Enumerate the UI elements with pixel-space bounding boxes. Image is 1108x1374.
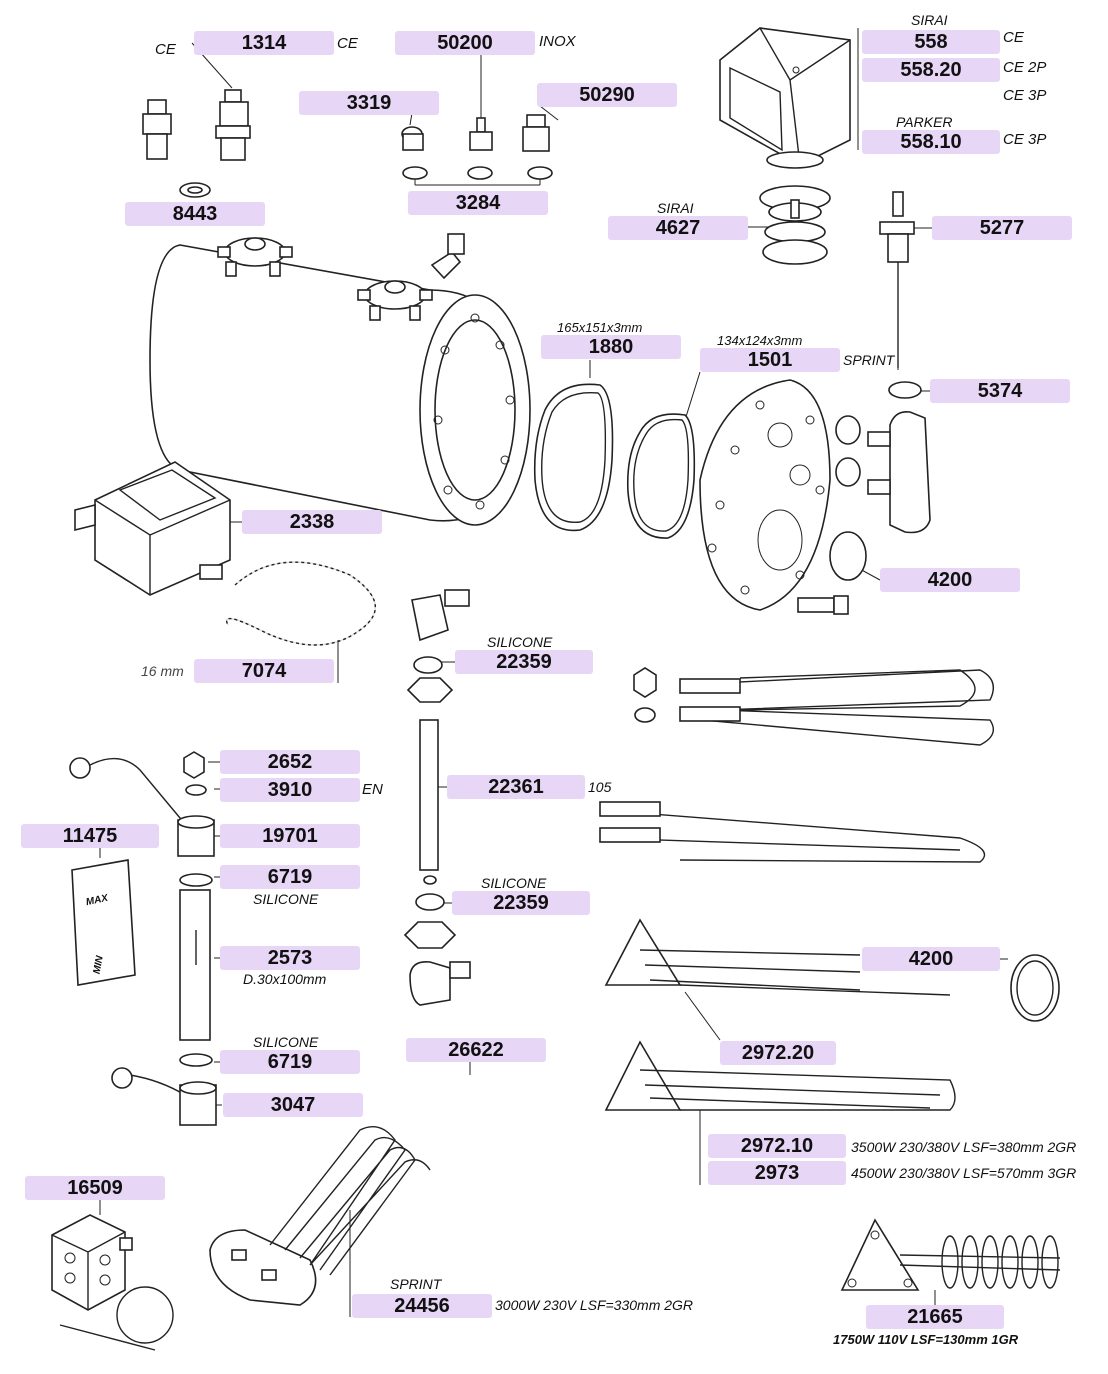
note-ce-1314: CE — [337, 35, 358, 52]
sight-glass-drawing — [69, 751, 217, 1126]
part-4200-label-lower[interactable]: 4200 — [862, 947, 1000, 971]
fittings-drawing — [401, 114, 553, 180]
spiral-element-drawing — [840, 1218, 1061, 1291]
note-dim-2573: D.30x100mm — [243, 971, 327, 987]
heating-element-drawing — [209, 1126, 431, 1306]
part-2652-label[interactable]: 2652 — [220, 750, 360, 774]
note-105: 105 — [588, 779, 612, 795]
part-8443-label[interactable]: 8443 — [125, 202, 265, 226]
boiler-tank-drawing — [149, 233, 531, 526]
part-4200-label-upper[interactable]: 4200 — [880, 568, 1020, 592]
part-6719-label-upper[interactable]: 6719 — [220, 865, 360, 889]
note-spec-2972-10: 3500W 230/380V LSF=380mm 2GR — [851, 1139, 1077, 1155]
part-16509-label[interactable]: 16509 — [25, 1176, 165, 1200]
note-spec-2973: 4500W 230/380V LSF=570mm 3GR — [851, 1165, 1077, 1181]
note-en: EN — [362, 781, 383, 798]
part-2573-label[interactable]: 2573 — [220, 946, 360, 970]
part-24456-label[interactable]: 24456 — [352, 1294, 492, 1318]
part-7074-label[interactable]: 7074 — [194, 659, 334, 683]
gauge-min-text: MIN — [91, 954, 106, 975]
part-6719-label-lower[interactable]: 6719 — [220, 1050, 360, 1074]
part-1501-label[interactable]: 1501 — [700, 348, 840, 372]
part-2338-label[interactable]: 2338 — [242, 510, 382, 534]
part-2973-label[interactable]: 2973 — [708, 1161, 846, 1185]
part-26622-label[interactable]: 26622 — [406, 1038, 546, 1062]
part-558-10-label[interactable]: 558.10 — [862, 130, 1000, 154]
part-22359-label-upper[interactable]: 22359 — [455, 650, 593, 674]
part-22359-label-lower[interactable]: 22359 — [452, 891, 590, 915]
part-3284-label[interactable]: 3284 — [408, 191, 548, 215]
part-21665-label[interactable]: 21665 — [866, 1305, 1004, 1329]
thermostat-drawing — [51, 1214, 174, 1351]
note-parker: PARKER — [896, 114, 953, 130]
note-ce-3p-lower: CE 3P — [1003, 131, 1047, 148]
part-3047-label[interactable]: 3047 — [223, 1093, 363, 1117]
note-silicone-6719-lower: SILICONE — [253, 1034, 319, 1050]
note-ce-3p-upper: CE 3P — [1003, 87, 1047, 104]
note-spec-21665: 1750W 110V LSF=130mm 1GR — [833, 1332, 1019, 1347]
note-sirai-top: SIRAI — [911, 12, 948, 28]
valve-drawing — [142, 89, 251, 198]
note-spec-24456: 3000W 230V LSF=330mm 2GR — [495, 1297, 694, 1313]
note-dim-1880: 165x151x3mm — [557, 320, 643, 335]
note-silicone-22359-upper: SILICONE — [487, 634, 553, 650]
spiral-hose-drawing — [226, 561, 376, 646]
part-558-label[interactable]: 558 — [862, 30, 1000, 54]
note-silicone-22359-lower: SILICONE — [481, 875, 547, 891]
part-3319-label[interactable]: 3319 — [299, 91, 439, 115]
gaskets-drawing — [533, 383, 696, 539]
terminal-box-drawing — [74, 461, 231, 596]
note-sirai-4627: SIRAI — [657, 200, 694, 216]
part-50290-label[interactable]: 50290 — [537, 83, 677, 107]
part-22361-label[interactable]: 22361 — [447, 775, 585, 799]
diaphragm-drawing — [759, 185, 831, 265]
note-sprint-1501: SPRINT — [843, 352, 895, 368]
part-558-20-label[interactable]: 558.20 — [862, 58, 1000, 82]
pressure-switch-drawing — [719, 27, 851, 169]
part-50200-label[interactable]: 50200 — [395, 31, 535, 55]
part-19701-label[interactable]: 19701 — [220, 824, 360, 848]
tube-assembly-drawing — [403, 589, 471, 1006]
part-5374-label[interactable]: 5374 — [930, 379, 1070, 403]
note-silicone-6719-upper: SILICONE — [253, 891, 319, 907]
part-4627-label[interactable]: 4627 — [608, 216, 748, 240]
note-sprint-24456: SPRINT — [390, 1276, 442, 1292]
part-5277-label[interactable]: 5277 — [932, 216, 1072, 240]
part-1880-label[interactable]: 1880 — [541, 335, 681, 359]
note-inox: INOX — [539, 33, 576, 50]
part-11475-label[interactable]: 11475 — [21, 824, 159, 848]
note-ce-558: CE — [1003, 29, 1024, 46]
flange-plate-drawing — [699, 379, 931, 615]
note-ce-2p: CE 2P — [1003, 59, 1047, 76]
probe-drawing — [879, 191, 915, 368]
part-1314-label[interactable]: 1314 — [194, 31, 334, 55]
note-16mm: 16 mm — [141, 663, 184, 679]
note-dim-1501: 134x124x3mm — [717, 333, 803, 348]
part-2972-10-label[interactable]: 2972.10 — [708, 1134, 846, 1158]
part-2972-20-label[interactable]: 2972.20 — [720, 1041, 836, 1065]
note-ce-left: CE — [155, 41, 176, 58]
heating-elements-drawing — [599, 667, 1060, 1111]
part-3910-label[interactable]: 3910 — [220, 778, 360, 802]
